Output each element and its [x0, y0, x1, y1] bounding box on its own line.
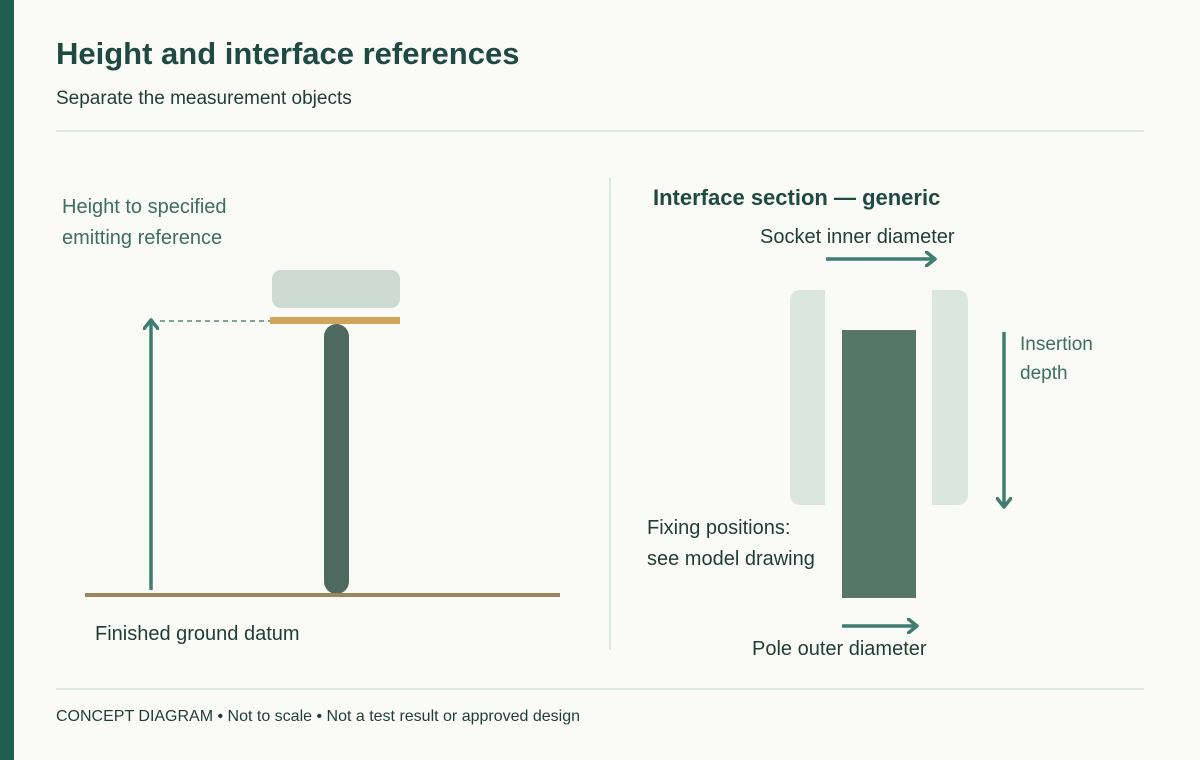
height-label-line1: Height to specified	[62, 196, 227, 218]
fixing-positions-label-line1: Fixing positions:	[647, 517, 790, 539]
pole-shaft	[324, 324, 349, 594]
height-label-line2: emitting reference	[62, 227, 222, 249]
socket-wall-left	[790, 290, 834, 505]
header-divider	[56, 130, 1144, 132]
page-subtitle: Separate the measurement objects	[56, 88, 352, 109]
footer-note: CONCEPT DIAGRAM • Not to scale • Not a t…	[56, 708, 580, 725]
footer-divider	[56, 688, 1144, 690]
socket-wall-right	[924, 290, 968, 505]
fixing-positions-label-line2: see model drawing	[647, 548, 815, 570]
ground-datum-label: Finished ground datum	[95, 623, 300, 645]
page-title: Height and interface references	[56, 36, 520, 71]
height-diagram: Height to specified emitting reference F…	[62, 196, 560, 645]
accent-bar	[0, 0, 14, 760]
section-title: Interface section — generic	[653, 185, 940, 210]
insertion-depth-label-line2: depth	[1020, 363, 1068, 384]
pole-section	[842, 330, 916, 598]
insertion-depth-label-line1: Insertion	[1020, 334, 1093, 355]
pole-diameter-label: Pole outer diameter	[752, 638, 927, 660]
socket-diameter-label: Socket inner diameter	[760, 226, 955, 248]
luminaire-head	[272, 270, 400, 308]
interface-section: Interface section — generic Socket inner…	[647, 185, 1093, 660]
emitting-reference-plane	[270, 317, 400, 324]
